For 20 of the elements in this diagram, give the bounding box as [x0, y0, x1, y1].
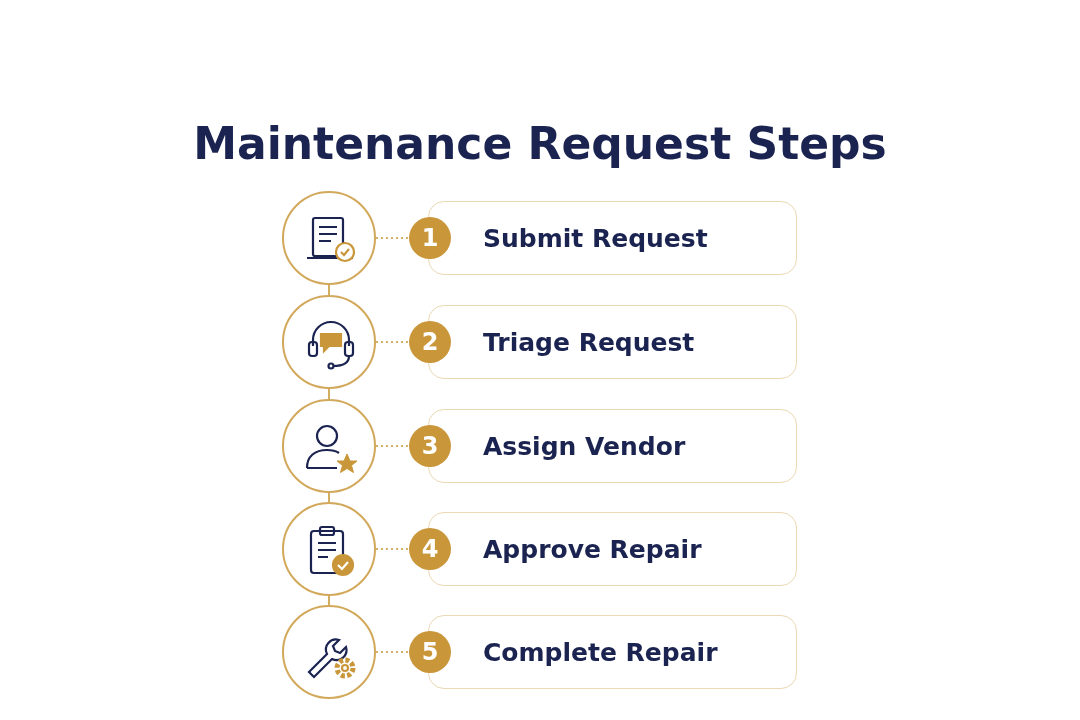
step-number: 1 [409, 217, 451, 259]
dotted-connector [375, 341, 410, 343]
step-number: 4 [409, 528, 451, 570]
dotted-connector [375, 237, 410, 239]
connector-line [328, 595, 330, 606]
step-label: Triage Request [483, 327, 695, 357]
connector-line [328, 284, 330, 296]
step-label: Submit Request [483, 223, 708, 253]
step-number: 5 [409, 631, 451, 673]
dotted-connector [375, 548, 410, 550]
step-number: 2 [409, 321, 451, 363]
connector-line [328, 388, 330, 400]
step-label: Approve Repair [483, 534, 702, 564]
step-label: Complete Repair [483, 637, 718, 667]
connector-line [328, 492, 330, 503]
dotted-connector [375, 445, 410, 447]
title: Maintenance Request Steps [192, 118, 888, 169]
dotted-connector [375, 651, 410, 653]
step-number: 3 [409, 425, 451, 467]
step-label: Assign Vendor [483, 431, 686, 461]
